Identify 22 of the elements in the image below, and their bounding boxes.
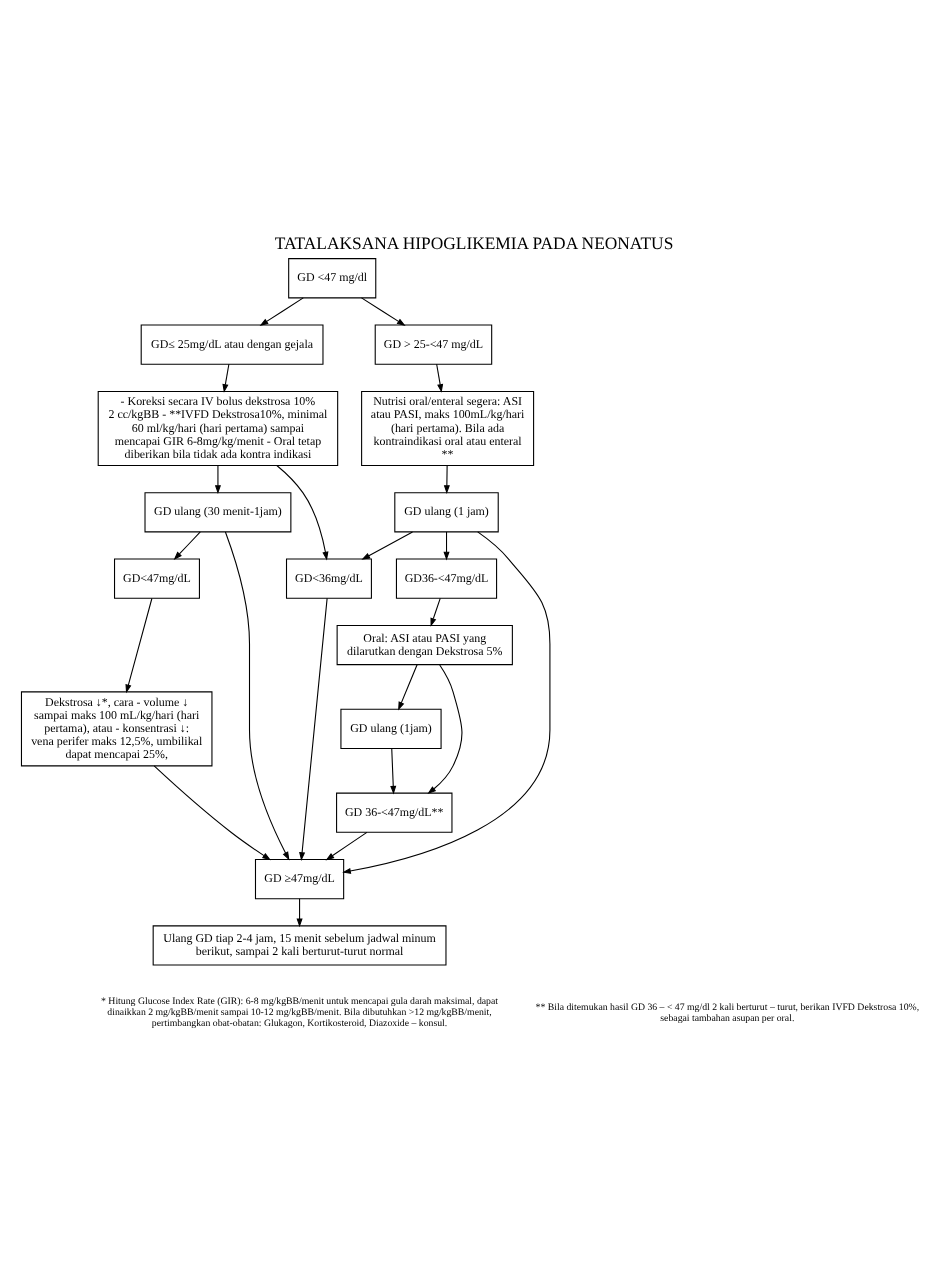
arrow bbox=[125, 597, 153, 694]
arrow bbox=[222, 363, 230, 393]
arrow bbox=[430, 597, 441, 627]
arrow bbox=[443, 531, 450, 561]
arrow bbox=[276, 465, 329, 561]
arrow bbox=[296, 898, 303, 928]
arrow bbox=[153, 765, 271, 861]
arrow bbox=[224, 531, 290, 861]
arrow bbox=[427, 664, 463, 794]
diagram-title: TATALAKSANA HIPOGLIKEMIA PADA NEONATUS bbox=[274, 232, 674, 253]
arrow bbox=[299, 597, 328, 861]
arrow bbox=[398, 664, 418, 711]
arrow bbox=[436, 363, 444, 393]
arrow bbox=[259, 297, 304, 326]
arrow bbox=[443, 465, 450, 494]
arrow bbox=[360, 297, 406, 326]
arrow bbox=[214, 465, 221, 494]
arrow bbox=[173, 531, 201, 560]
arrow bbox=[390, 747, 397, 795]
arrow bbox=[342, 531, 551, 874]
arrow bbox=[361, 531, 414, 560]
arrow bbox=[325, 831, 368, 861]
